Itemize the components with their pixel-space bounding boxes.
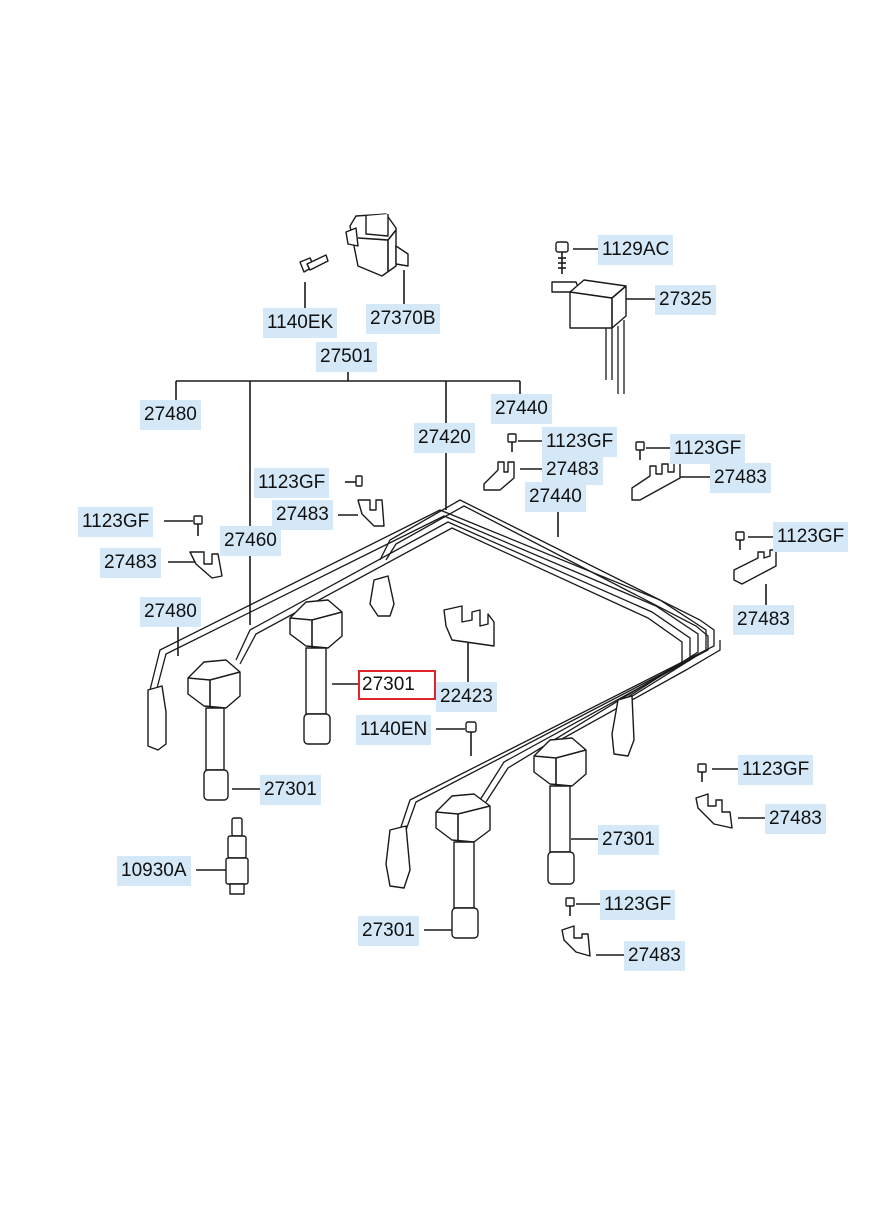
bolt-1140ek-drawing: [299, 254, 329, 273]
part-label[interactable]: 27301: [260, 775, 321, 805]
part-label[interactable]: 27420: [414, 423, 475, 453]
part-label[interactable]: 27370B: [366, 304, 440, 334]
sensor-27325-drawing: [551, 279, 627, 394]
spark-plug-drawing: [225, 817, 249, 895]
bolt-1129ac-drawing: [555, 241, 569, 274]
part-label[interactable]: 1140EN: [356, 715, 432, 745]
part-label[interactable]: 27440: [491, 394, 552, 424]
part-label[interactable]: 10930A: [117, 856, 191, 886]
part-label[interactable]: 27483: [624, 941, 685, 971]
part-label[interactable]: 22423: [436, 682, 497, 712]
clips-drawing: [189, 433, 777, 957]
part-label[interactable]: 27483: [272, 500, 333, 530]
module-27370b-drawing: [345, 213, 409, 277]
part-label-highlighted[interactable]: 27301: [358, 670, 436, 700]
part-label[interactable]: 1123GF: [78, 507, 154, 537]
boots-drawing: [147, 575, 635, 889]
part-label[interactable]: 1140EK: [263, 308, 338, 338]
leader-lines: [164, 248, 773, 956]
part-label[interactable]: 27483: [542, 455, 603, 485]
part-label[interactable]: 27501: [316, 342, 377, 372]
part-label[interactable]: 27301: [598, 825, 659, 855]
part-label[interactable]: 27480: [140, 400, 201, 430]
part-label[interactable]: 1123GF: [670, 434, 746, 464]
part-label[interactable]: 1123GF: [773, 522, 849, 552]
part-label[interactable]: 27483: [765, 804, 826, 834]
part-label[interactable]: 27301: [358, 916, 419, 946]
part-label[interactable]: 27480: [140, 597, 201, 627]
part-label[interactable]: 1123GF: [738, 755, 814, 785]
part-label[interactable]: 1129AC: [598, 235, 674, 265]
wiring-harness-drawing: [149, 499, 721, 831]
part-label[interactable]: 27483: [710, 463, 771, 493]
part-label[interactable]: 1123GF: [254, 468, 330, 498]
coils-drawing: [187, 599, 587, 939]
part-label[interactable]: 27460: [220, 526, 281, 556]
part-label[interactable]: 27483: [100, 548, 161, 578]
part-label[interactable]: 1123GF: [600, 890, 676, 920]
part-label[interactable]: 27440: [525, 482, 586, 512]
part-label[interactable]: 27325: [655, 285, 716, 315]
part-label[interactable]: 1123GF: [542, 427, 618, 457]
part-label[interactable]: 27483: [733, 605, 794, 635]
